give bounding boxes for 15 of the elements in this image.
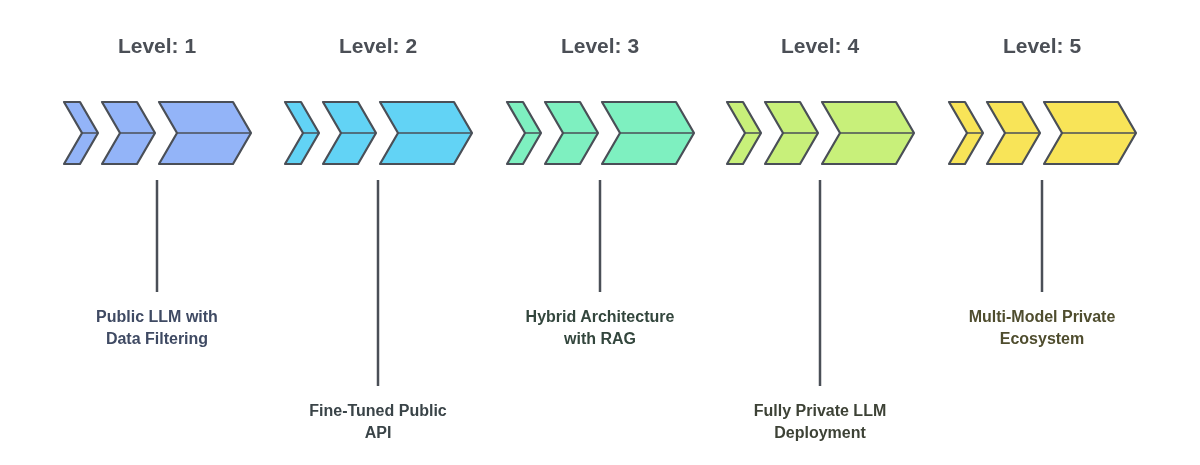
leader-line	[1040, 180, 1044, 292]
level-heading: Level: 3	[559, 33, 641, 59]
stage-description: Fine-Tuned Public API	[308, 401, 448, 443]
leader-line	[376, 180, 380, 386]
level-heading: Level: 5	[1001, 33, 1083, 59]
leader-line	[155, 180, 159, 292]
stage-description: Fully Private LLM Deployment	[752, 401, 888, 443]
leader-line	[598, 180, 602, 292]
leader-line	[818, 180, 822, 386]
level-heading: Level: 2	[337, 33, 419, 59]
level-heading: Level: 4	[779, 33, 861, 59]
level-heading: Level: 1	[116, 33, 198, 59]
stage-description: Multi-Model Private Ecosystem	[967, 307, 1117, 349]
stage-description: Public LLM with Data Filtering	[95, 307, 219, 349]
stage-description: Hybrid Architecture with RAG	[524, 307, 676, 349]
